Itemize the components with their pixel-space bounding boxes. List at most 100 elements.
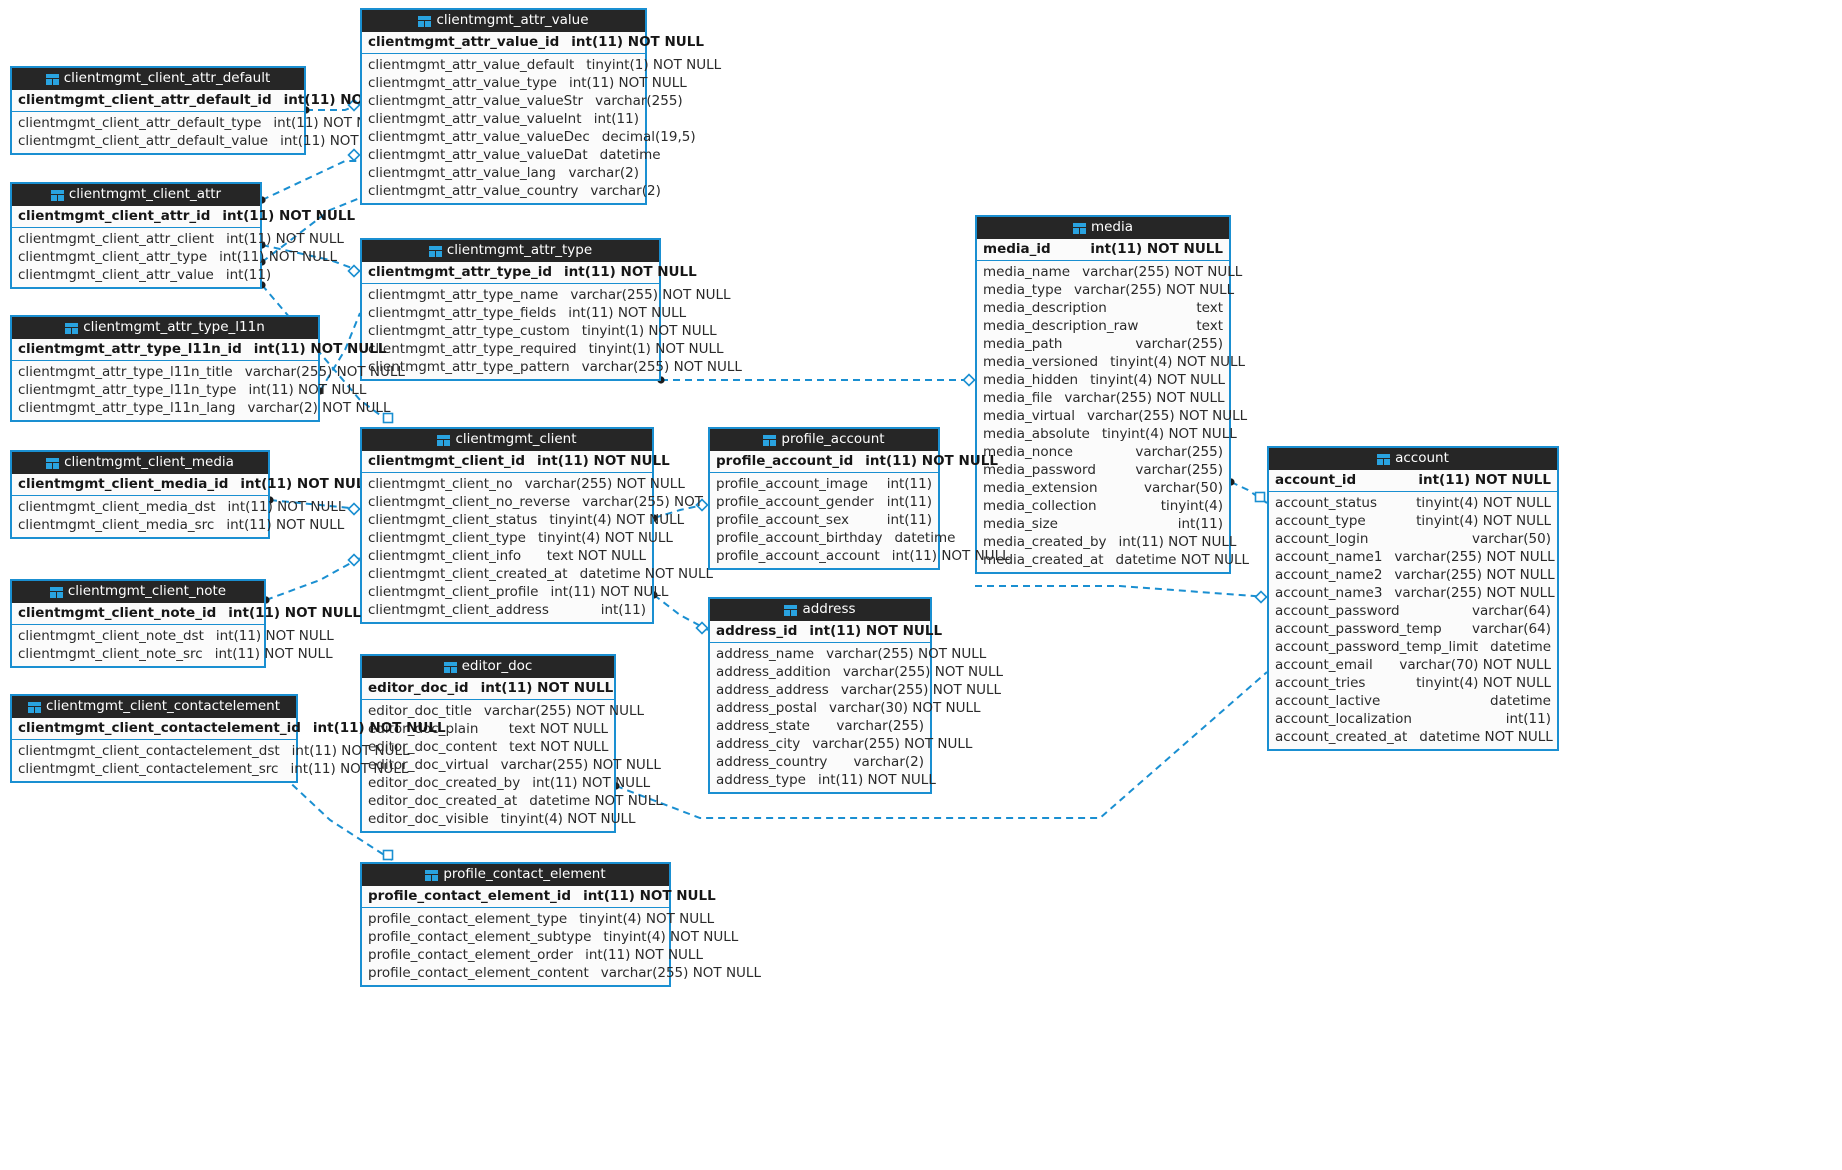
entity-header-clientmgmt_attr_type_l11n[interactable]: clientmgmt_attr_type_l11n <box>12 317 318 339</box>
relationship-line[interactable] <box>265 557 361 601</box>
entity-header-editor_doc[interactable]: editor_doc <box>362 656 614 678</box>
relationship-line[interactable] <box>1230 481 1268 504</box>
entity-header-profile_contact_element[interactable]: profile_contact_element <box>362 864 669 886</box>
entity-header-clientmgmt_client_media[interactable]: clientmgmt_client_media <box>12 452 268 474</box>
entity-clientmgmt_client_attr[interactable]: clientmgmt_client_attr clientmgmt_client_… <box>10 182 355 289</box>
entity-header-media[interactable]: media <box>977 217 1229 239</box>
entity-header-account[interactable]: account <box>1269 448 1557 470</box>
entity-header-clientmgmt_client_attr[interactable]: clientmgmt_client_attr <box>12 184 260 206</box>
entity-header-clientmgmt_client_contactelement[interactable]: clientmgmt_client_contactelement <box>12 696 296 718</box>
entity-header-clientmgmt_attr_type[interactable]: clientmgmt_attr_type <box>362 240 659 262</box>
entity-header-address[interactable]: address <box>710 599 930 621</box>
entity-header-clientmgmt_client_note[interactable]: clientmgmt_client_note <box>12 581 264 603</box>
relationship-line[interactable] <box>653 594 709 631</box>
relationship-line[interactable] <box>975 585 1268 598</box>
relationship-line[interactable] <box>261 160 360 201</box>
